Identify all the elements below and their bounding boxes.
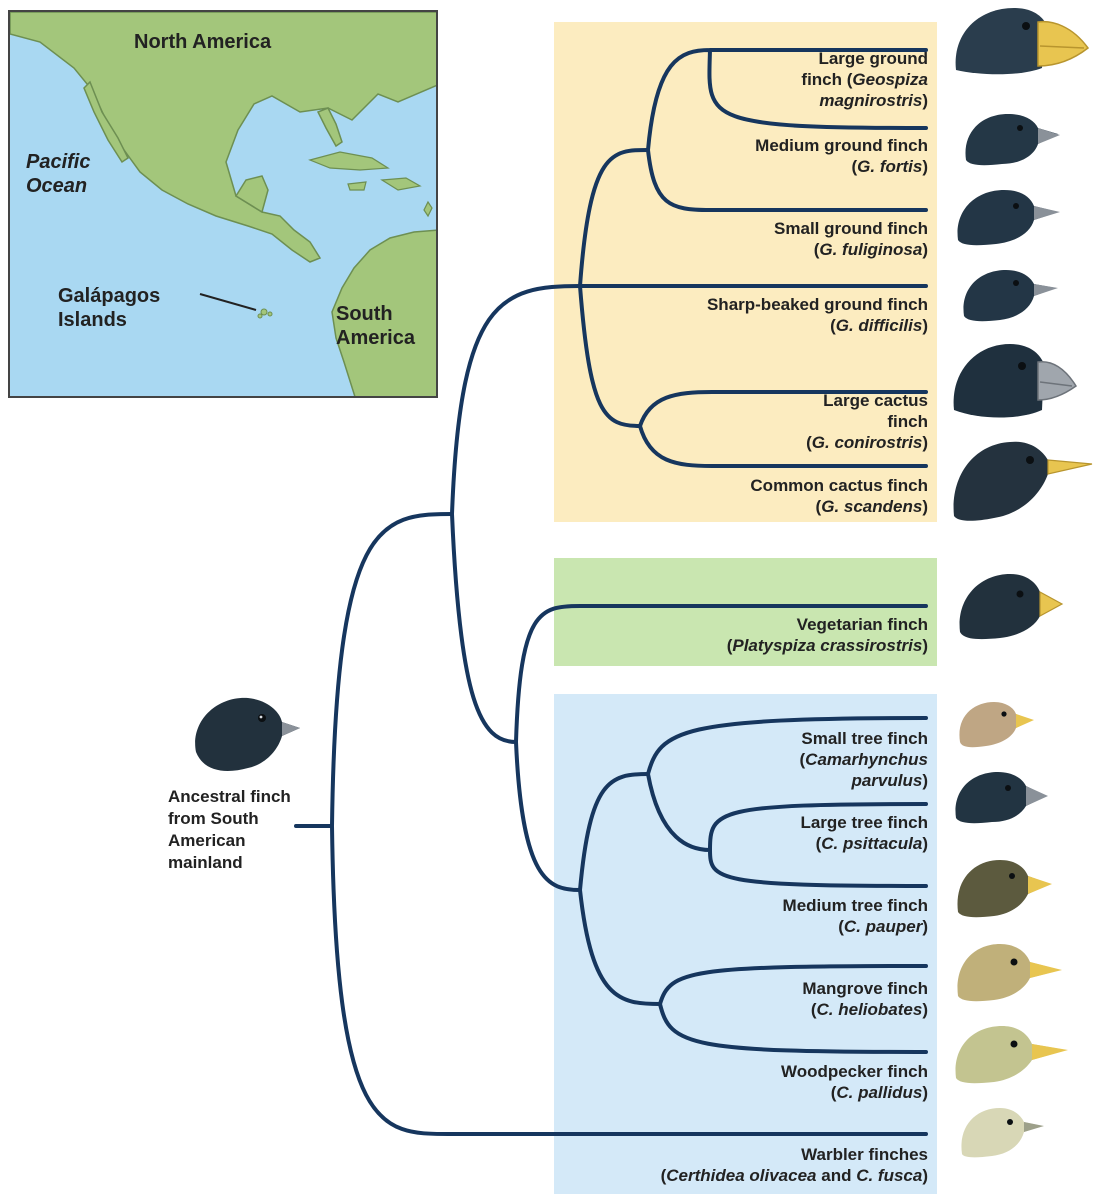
species-woodpecker-finch: Woodpecker finch (C. pallidus) bbox=[781, 1061, 928, 1103]
branch-root-split bbox=[330, 512, 928, 1136]
branch-ground-finches bbox=[646, 48, 928, 212]
vegetarian-finch-panel bbox=[554, 558, 937, 666]
pacific-ocean-label: Pacific Ocean bbox=[26, 151, 91, 197]
conjunction: and bbox=[816, 1166, 857, 1185]
species-vegetarian-finch: Vegetarian finch (Platyspiza crassirostr… bbox=[727, 614, 928, 656]
branch-mangrove-woodpecker bbox=[658, 964, 928, 1054]
warbler-finch-icon bbox=[961, 1108, 1044, 1158]
map-drawing bbox=[10, 12, 436, 396]
common-name: Small tree finch ( bbox=[799, 729, 929, 769]
medium-tree-finch-icon bbox=[957, 860, 1052, 918]
sharp-beaked-ground-finch-icon bbox=[963, 270, 1058, 322]
galapagos-pointer-line bbox=[199, 293, 257, 311]
galapagos-islands-label: Galápagos Islands bbox=[58, 285, 161, 331]
common-name: Medium ground finch ( bbox=[755, 136, 928, 176]
scientific-name: Geospiza magnirostris bbox=[819, 70, 928, 110]
common-name: Warbler finches ( bbox=[660, 1145, 928, 1185]
scientific-name: C. heliobates bbox=[816, 1000, 923, 1019]
woodpecker-finch-icon bbox=[955, 1026, 1068, 1084]
large-cactus-finch-icon bbox=[953, 344, 1078, 418]
branch-tree-split bbox=[578, 772, 662, 1006]
paren: ) bbox=[922, 433, 928, 452]
yucatan-peninsula bbox=[234, 175, 269, 214]
paren: ) bbox=[922, 771, 928, 790]
common-name: Large tree finch ( bbox=[800, 813, 928, 853]
paren: ) bbox=[922, 316, 928, 335]
species-medium-ground-finch: Medium ground finch (G. fortis) bbox=[755, 135, 928, 177]
medium-ground-finch-icon bbox=[965, 114, 1060, 166]
lesser-antilles-islands bbox=[423, 200, 433, 218]
species-small-tree-finch: Small tree finch (Camarhynchus parvulus) bbox=[800, 728, 929, 791]
branch-small-large-medium bbox=[646, 716, 928, 888]
region-map: North America Pacific Ocean Galápagos Is… bbox=[8, 10, 438, 398]
paren: ) bbox=[922, 157, 928, 176]
paren: ) bbox=[922, 1000, 928, 1019]
south-america-landmass bbox=[331, 229, 436, 396]
scientific-name: G. scandens bbox=[821, 497, 923, 516]
species-large-cactus-finch: Large cactus finch (G. conirostris) bbox=[806, 390, 928, 453]
ground-finches-panel bbox=[554, 22, 937, 522]
scientific-name: G. difficilis bbox=[835, 316, 923, 335]
scientific-name: C. pallidus bbox=[836, 1083, 923, 1102]
common-name: Mangrove finch ( bbox=[802, 979, 928, 1019]
galapagos-island bbox=[267, 311, 273, 317]
species-large-tree-finch: Large tree finch (C. psittacula) bbox=[800, 812, 928, 854]
scientific-name: C. psittacula bbox=[821, 834, 923, 853]
species-warbler-finches: Warbler finches (Certhidea olivacea and … bbox=[661, 1144, 928, 1186]
florida-peninsula bbox=[316, 107, 343, 148]
branch-main-split bbox=[450, 284, 582, 744]
ancestral-finch-icon bbox=[195, 697, 300, 771]
common-cactus-finch-icon bbox=[953, 441, 1093, 521]
common-name: Woodpecker finch ( bbox=[780, 1062, 928, 1102]
paren: ) bbox=[922, 91, 928, 110]
paren: ) bbox=[922, 1083, 928, 1102]
scientific-name: G. fortis bbox=[857, 157, 923, 176]
common-name: Small ground finch ( bbox=[774, 219, 928, 259]
vegetarian-finch-icon bbox=[959, 574, 1064, 640]
hispaniola-island bbox=[380, 177, 422, 191]
galapagos-island bbox=[260, 308, 268, 316]
scientific-name-2: C. fusca bbox=[856, 1166, 923, 1185]
cuba-island bbox=[308, 151, 390, 171]
small-ground-finch-icon bbox=[957, 190, 1060, 246]
species-common-cactus-finch: Common cactus finch (G. scandens) bbox=[750, 475, 928, 517]
scientific-name: Certhidea olivacea bbox=[666, 1166, 817, 1185]
common-name: Large ground finch ( bbox=[801, 49, 928, 89]
galapagos-island bbox=[257, 313, 263, 319]
small-tree-finch-icon bbox=[959, 702, 1034, 748]
jamaica-island bbox=[347, 181, 367, 191]
paren: ) bbox=[922, 240, 928, 259]
species-medium-tree-finch: Medium tree finch (C. pauper) bbox=[783, 895, 928, 937]
common-name: Common cactus finch ( bbox=[750, 476, 928, 516]
ancestral-finch-label: Ancestral finch from South American main… bbox=[168, 787, 291, 872]
paren: ) bbox=[922, 917, 928, 936]
large-ground-finch-icon bbox=[955, 8, 1090, 75]
scientific-name: C. pauper bbox=[843, 917, 923, 936]
species-small-ground-finch: Small ground finch (G. fuliginosa) bbox=[774, 218, 928, 260]
species-large-ground-finch: Large ground finch (Geospiza magnirostri… bbox=[801, 48, 928, 111]
paren: ) bbox=[922, 636, 928, 655]
north-america-label: North America bbox=[134, 31, 272, 53]
common-name: Vegetarian finch ( bbox=[726, 615, 928, 655]
paren: ) bbox=[922, 497, 928, 516]
branch-ground-split bbox=[578, 148, 650, 428]
scientific-name: G. fuliginosa bbox=[819, 240, 923, 259]
species-mangrove-finch: Mangrove finch (C. heliobates) bbox=[802, 978, 928, 1020]
large-tree-finch-icon bbox=[955, 772, 1048, 824]
common-name: Large cactus finch ( bbox=[806, 391, 928, 452]
baja-california-peninsula bbox=[83, 80, 129, 164]
scientific-name: Camarhynchus parvulus bbox=[805, 750, 928, 790]
paren: ) bbox=[922, 1166, 928, 1185]
branch-veg-tree-split bbox=[514, 604, 928, 892]
scientific-name: Platyspiza crassirostris bbox=[732, 636, 923, 655]
south-america-label: South America bbox=[336, 303, 415, 349]
common-name: Medium tree finch ( bbox=[782, 896, 928, 936]
common-name: Sharp-beaked ground finch ( bbox=[706, 295, 928, 335]
species-sharp-beaked-ground-finch: Sharp-beaked ground finch (G. difficilis… bbox=[707, 294, 928, 336]
mangrove-finch-icon bbox=[957, 944, 1062, 1002]
branch-cactus-finches bbox=[638, 390, 928, 468]
scientific-name: G. conirostris bbox=[811, 433, 923, 452]
paren: ) bbox=[922, 834, 928, 853]
